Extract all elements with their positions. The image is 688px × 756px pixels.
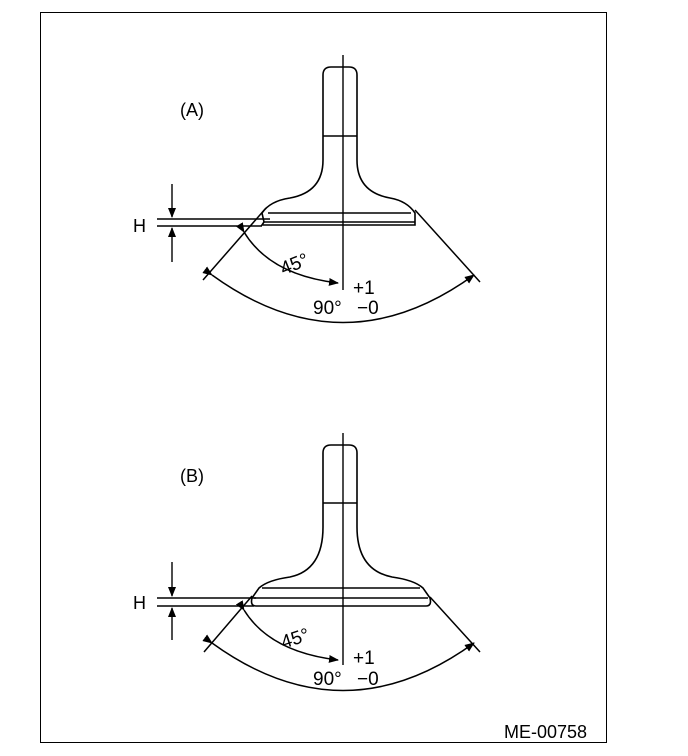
- angle-90-arc: [202, 634, 475, 692]
- view-label: (A): [180, 100, 204, 120]
- h-label: H: [133, 216, 146, 236]
- angle-45-label: 45°: [277, 250, 312, 280]
- valve-stem: [322, 66, 358, 137]
- valve-head: [250, 503, 432, 607]
- figure-code: ME-00758: [504, 722, 587, 742]
- valve-view-b: (B) H 45° 90° +1 −0: [133, 433, 481, 692]
- diagram-frame: [40, 12, 607, 743]
- angle-45-label: 45°: [278, 625, 312, 654]
- view-label: (B): [180, 466, 204, 486]
- angle-90-label: 90°: [313, 669, 342, 690]
- angle-guide-lines: [203, 595, 481, 653]
- tolerance-minus: −0: [357, 298, 379, 319]
- tolerance-plus: +1: [353, 278, 375, 299]
- h-label: H: [133, 593, 146, 613]
- h-dimension: [157, 562, 256, 640]
- angle-90-label: 90°: [313, 298, 342, 319]
- tolerance-minus: −0: [357, 669, 379, 690]
- valve-face: [264, 212, 415, 223]
- valve-head: [260, 136, 416, 226]
- valve-stem: [322, 444, 358, 504]
- valve-face: [254, 587, 428, 599]
- valve-view-a: (A) H 45° 90° +1 −0: [133, 55, 481, 324]
- angle-90-arc: [202, 266, 475, 324]
- tolerance-plus: +1: [353, 648, 375, 669]
